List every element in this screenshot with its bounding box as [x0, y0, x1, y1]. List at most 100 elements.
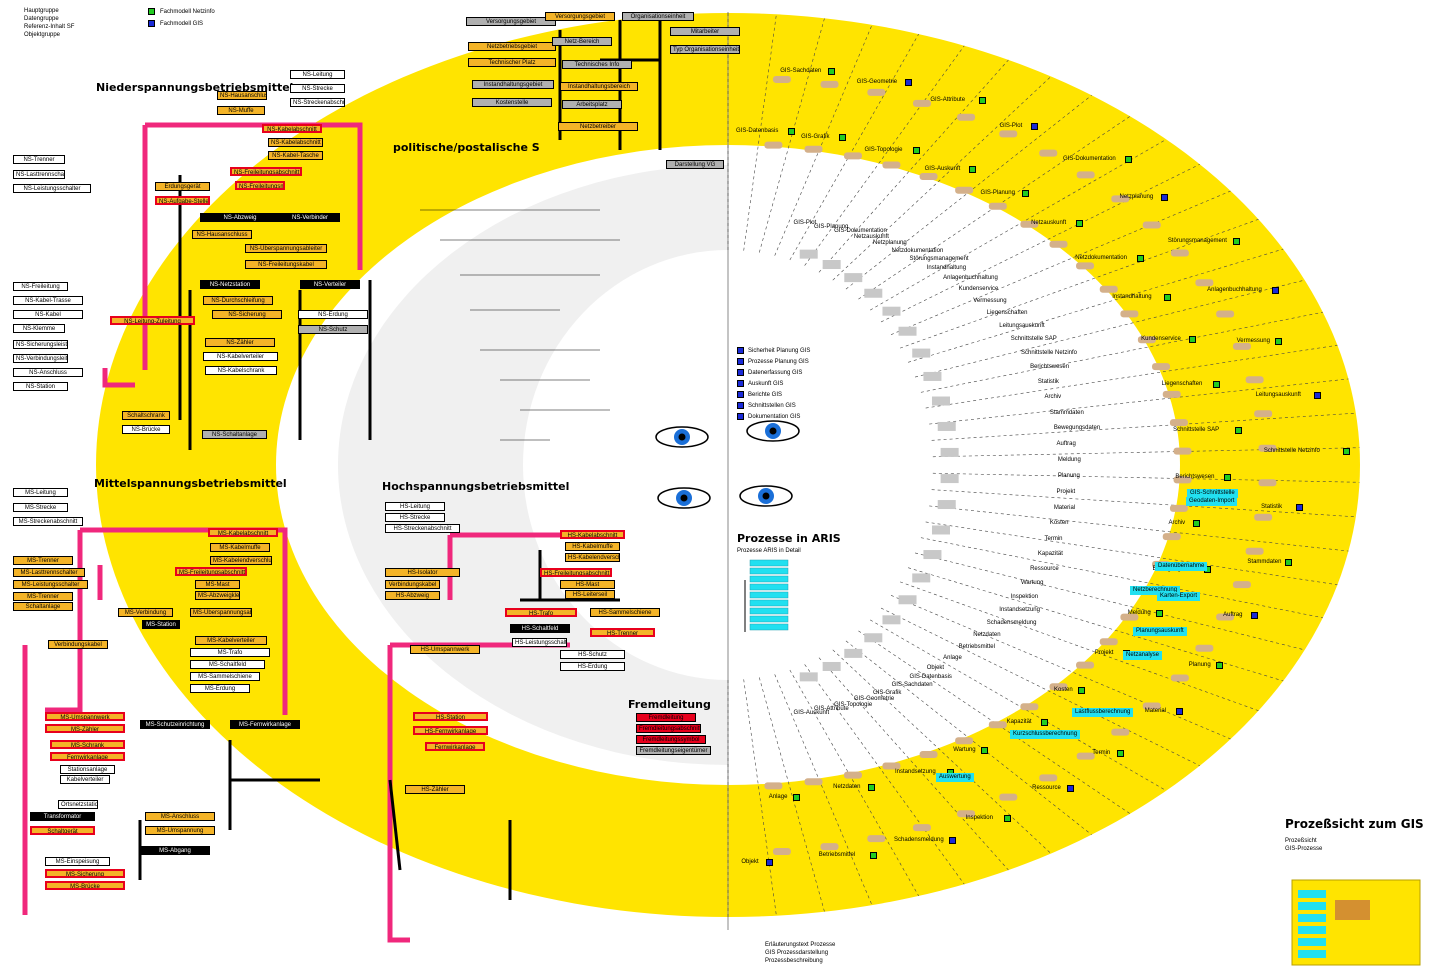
ms-box[interactable]: MS-Schaltfeld — [190, 660, 265, 669]
ms-box[interactable]: MS-Freileitungsabschnitt — [175, 567, 247, 576]
ns-box[interactable]: NS-Überspannungsableiter — [245, 244, 327, 253]
top-box[interactable]: Mitarbeiter — [670, 27, 740, 36]
ms-box[interactable]: MS-Umspannwerk — [45, 712, 125, 721]
top-box[interactable]: Technisches Info — [562, 60, 632, 69]
hs-box[interactable]: HS-Trafo — [505, 608, 577, 617]
ms-box[interactable]: Fernwirkanlage — [50, 752, 125, 761]
status-square[interactable] — [1250, 611, 1258, 619]
status-square[interactable] — [828, 67, 836, 75]
ns-box[interactable]: NS-Kabel-Trasse — [13, 296, 83, 305]
ns-box[interactable]: NS-Aufgabe-Stelle — [155, 196, 210, 205]
ms-box[interactable]: MS-Strecke — [13, 503, 68, 512]
ns-box[interactable]: NS-Sicherungsleiste — [13, 340, 68, 349]
status-square[interactable] — [1314, 392, 1321, 400]
hs-box[interactable]: HS-Zähler — [405, 785, 465, 794]
ms-box[interactable]: Transformator — [30, 812, 95, 821]
ms-box[interactable]: MS-Kabelverteiler — [195, 636, 267, 645]
ms-box[interactable]: MS-Anschluss — [145, 812, 215, 821]
hs-box[interactable]: HS-Isolator — [385, 568, 460, 577]
top-box[interactable]: Kostenstelle — [472, 98, 552, 107]
status-square[interactable] — [867, 784, 875, 792]
ms-box[interactable]: MS-Trafo — [190, 648, 270, 657]
status-square[interactable] — [1041, 719, 1049, 727]
hs-box[interactable]: HS-Station — [413, 712, 488, 721]
status-square[interactable] — [978, 97, 986, 105]
ms-box[interactable]: Stationsanlage — [60, 765, 115, 774]
hs-box[interactable]: HS-Erdung — [560, 662, 625, 671]
status-square[interactable] — [1223, 473, 1231, 481]
ns-box[interactable]: NS-Freileitungsabschnitt — [230, 167, 302, 176]
hs-box[interactable]: HS-Schutz — [560, 650, 625, 659]
ms-box[interactable]: MS-Überspannungsableiter — [190, 608, 252, 617]
ms-box[interactable]: MS-Brücke — [45, 881, 125, 890]
hs-box[interactable]: HS-Leistungsschalter — [512, 638, 567, 647]
status-square[interactable] — [1342, 448, 1350, 456]
status-square[interactable] — [1078, 686, 1086, 694]
top-box[interactable]: Organisationseinheit — [622, 12, 694, 21]
ns-box[interactable]: NS-Kabelabschnitt — [268, 138, 323, 147]
ms-box[interactable]: MS-Fernwirkanlage — [230, 720, 300, 729]
ns-box[interactable]: NS-Leitung-Zuleitung — [110, 316, 195, 325]
top-box[interactable]: Arbeitsplatz — [562, 100, 622, 109]
ns-box[interactable]: NS-Trenner — [13, 155, 65, 164]
process-icon[interactable] — [737, 347, 744, 354]
status-square[interactable] — [912, 146, 920, 154]
status-square[interactable] — [1285, 558, 1293, 566]
status-square[interactable] — [1234, 426, 1242, 434]
top-box[interactable]: Instandhaltungsbereich — [560, 82, 638, 91]
status-square[interactable] — [1163, 293, 1171, 301]
status-square[interactable] — [1272, 286, 1280, 294]
ns-box[interactable]: Erdungsgerät — [155, 182, 210, 191]
ns-box[interactable]: NS-Leistungsschalter — [13, 184, 91, 193]
process-icon[interactable] — [737, 358, 744, 365]
hs-box[interactable]: HS-Kabelabschnitt — [560, 530, 625, 539]
status-square[interactable] — [1189, 335, 1197, 343]
ms-box[interactable]: Verbindungskabel — [48, 640, 108, 649]
ms-box[interactable]: MS-Mast — [195, 580, 240, 589]
ns-box[interactable]: NS-Abzweig — [200, 213, 280, 222]
ms-box[interactable]: MS-Umspannung — [145, 826, 215, 835]
ns-box[interactable]: NS-Verteiler — [300, 280, 360, 289]
ns-box[interactable]: NS-Sicherung — [212, 310, 282, 319]
ns-box[interactable]: NS-Brücke — [122, 425, 170, 434]
status-square[interactable] — [1116, 749, 1124, 757]
hs-box[interactable]: HS-Freileitungsabschnitt — [540, 568, 612, 577]
status-square[interactable] — [870, 851, 878, 859]
status-square[interactable] — [981, 746, 988, 754]
fremdleitung-box[interactable]: Fremdleitungssymbol — [636, 735, 706, 744]
status-square[interactable] — [1075, 220, 1083, 228]
status-square[interactable] — [1066, 785, 1074, 793]
hs-box[interactable]: Fernwirkanlage — [425, 742, 485, 751]
status-square[interactable] — [793, 793, 801, 801]
fremdleitung-box[interactable]: Fremdleitungsabschnitt — [636, 724, 701, 733]
status-square[interactable] — [1003, 814, 1011, 822]
ms-box[interactable]: MS-Trenner — [13, 592, 73, 601]
ms-box[interactable]: MS-Erdung — [190, 684, 250, 693]
ns-box[interactable]: NS-Strecke — [290, 84, 345, 93]
top-box[interactable]: Versorgungsgebiet — [466, 17, 556, 26]
ms-box[interactable]: MS-Zähler — [45, 724, 125, 733]
ns-box[interactable]: NS-Kabel-Tasche — [268, 151, 323, 160]
legend-swatch[interactable] — [148, 20, 155, 27]
ns-box[interactable]: NS-Freileitungsmast — [235, 181, 285, 190]
ns-box[interactable]: NS-Schutz — [298, 325, 368, 334]
status-square[interactable] — [1274, 338, 1282, 346]
fremdleitung-box[interactable]: Fremdleitungseigentümer — [636, 746, 711, 755]
hs-box[interactable]: HS-Mast — [560, 580, 615, 589]
ms-box[interactable]: MS-Leitung — [13, 488, 68, 497]
hs-box[interactable]: Verbindungskabel — [385, 580, 440, 589]
ns-box[interactable]: NS-Station — [13, 382, 68, 391]
ns-box[interactable]: NS-Zähler — [205, 338, 275, 347]
status-square[interactable] — [1213, 380, 1221, 388]
ns-box[interactable]: NS-Streckenabschnitt — [290, 98, 345, 107]
ms-box[interactable]: Ortsnetzstation — [58, 800, 98, 809]
ms-box[interactable]: MS-Station — [142, 620, 180, 629]
ms-box[interactable]: MS-Kabelmuffe — [210, 543, 270, 552]
ms-box[interactable]: MS-Einspeisung — [45, 857, 110, 866]
hs-box[interactable]: HS-Abzweig — [385, 591, 440, 600]
fremdleitung-box[interactable]: Fremdleitung — [636, 713, 696, 722]
ms-box[interactable]: MS-Streckenabschnitt — [13, 517, 83, 526]
ms-box[interactable]: MS-Lasttrennschalter — [13, 568, 85, 577]
ns-box[interactable]: NS-Freileitungskabel — [245, 260, 327, 269]
ms-box[interactable]: Schaltgerät — [30, 826, 95, 835]
